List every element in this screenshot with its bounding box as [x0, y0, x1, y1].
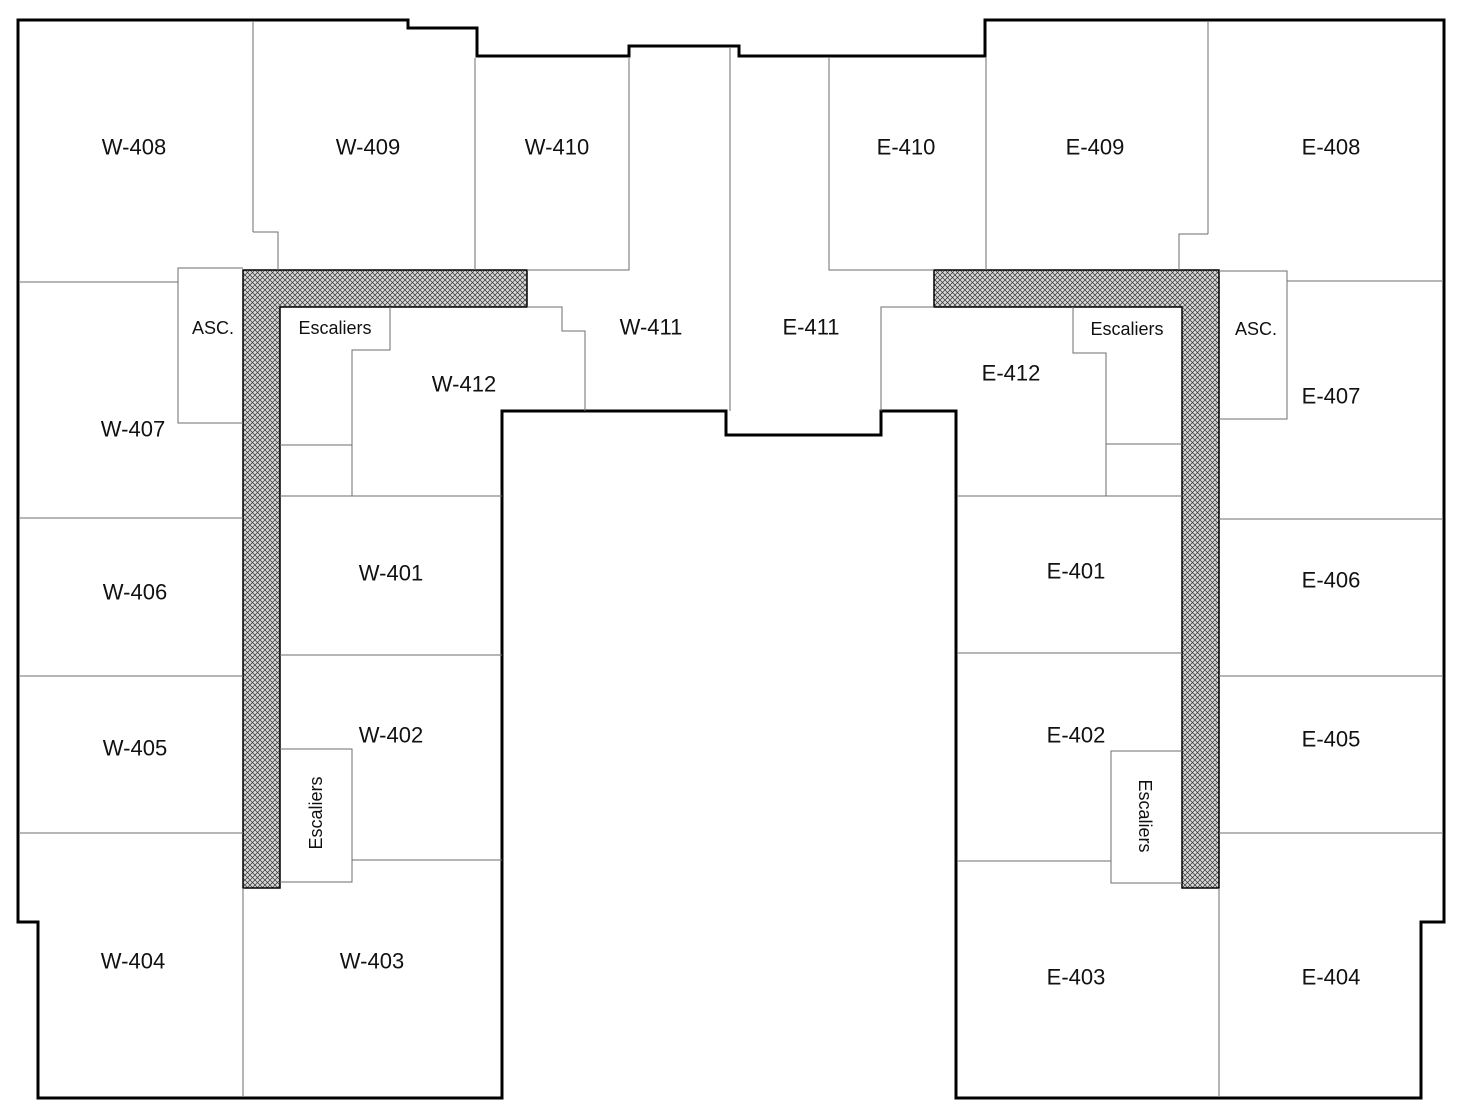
room-w410: W-410 [525, 135, 589, 160]
room-w411: W-411 [620, 315, 683, 340]
west-elevator-label: ASC. [192, 318, 234, 338]
room-e406: E-406 [1302, 568, 1361, 593]
room-e412: E-412 [982, 361, 1041, 386]
room-e404: E-404 [1302, 965, 1361, 990]
room-w407: W-407 [101, 417, 165, 442]
room-w412: W-412 [432, 372, 496, 397]
east-stairs-bottom-label: Escaliers [1135, 779, 1155, 852]
room-e409: E-409 [1066, 135, 1125, 160]
room-w404: W-404 [101, 949, 165, 974]
west-stairs-bottom-label: Escaliers [306, 776, 326, 849]
room-e405: E-405 [1302, 727, 1361, 752]
room-e402: E-402 [1047, 723, 1106, 748]
room-e410: E-410 [877, 135, 936, 160]
room-w405: W-405 [103, 736, 167, 761]
room-w403: W-403 [340, 949, 404, 974]
room-w401: W-401 [359, 561, 423, 586]
room-w409: W-409 [336, 135, 400, 160]
room-e401: E-401 [1047, 559, 1106, 584]
room-e411: E-411 [782, 315, 839, 340]
room-e407: E-407 [1302, 384, 1361, 409]
west-wing-outline [16, 18, 1446, 1100]
east-partitions [828, 22, 1442, 1096]
room-e408: E-408 [1302, 135, 1361, 160]
room-e403: E-403 [1047, 965, 1106, 990]
room-w406: W-406 [103, 580, 167, 605]
west-stairs-top-label: Escaliers [298, 318, 371, 338]
east-elevator-label: ASC. [1235, 319, 1277, 339]
west-partitions [20, 22, 630, 1096]
room-w402: W-402 [359, 723, 423, 748]
east-stairs-top-label: Escaliers [1090, 319, 1163, 339]
room-w408: W-408 [102, 135, 166, 160]
